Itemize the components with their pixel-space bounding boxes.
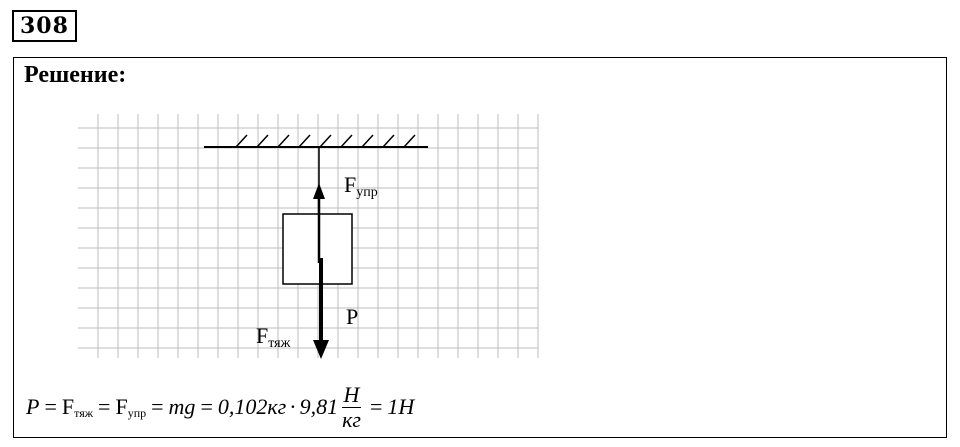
formula-result: 1Н — [387, 394, 415, 419]
formula-eq-2: = — [98, 394, 111, 419]
formula-mg: mg — [168, 394, 196, 419]
formula-f-gravity-sub: тяж — [74, 405, 94, 420]
formula-eq-1: = — [44, 394, 57, 419]
formula-f-elastic: F — [115, 394, 128, 419]
formula-eq-4: = — [200, 394, 213, 419]
solution-title: Решение: — [24, 62, 127, 88]
label-elastic-force: Fупр — [344, 172, 378, 200]
formula-f-elastic-sub: упр — [127, 405, 147, 420]
label-gravity-force: Fтяж — [256, 323, 291, 351]
formula-g-value: 9,81 — [299, 394, 339, 419]
formula-frac-den: кг — [342, 406, 361, 432]
formula-p: P — [26, 394, 40, 419]
task-number: 308 — [12, 10, 77, 42]
elastic-force-arrowhead — [313, 183, 325, 199]
formula-dot: · — [289, 394, 297, 419]
formula-eq-5: = — [369, 394, 383, 419]
formula-f-gravity: F — [61, 394, 75, 419]
grid-paper — [78, 114, 539, 358]
weight-arrowhead — [313, 340, 329, 359]
formula-eq-3: = — [151, 394, 164, 419]
label-weight: P — [346, 304, 358, 329]
body-block — [282, 213, 353, 285]
force-diagram: Fупр P Fтяж — [78, 114, 539, 359]
formula-mass: 0,102кг — [217, 394, 287, 419]
formula-frac-num: Н — [341, 381, 362, 408]
formula-fraction: Н кг — [340, 381, 363, 432]
ceiling-hatching — [235, 134, 416, 148]
